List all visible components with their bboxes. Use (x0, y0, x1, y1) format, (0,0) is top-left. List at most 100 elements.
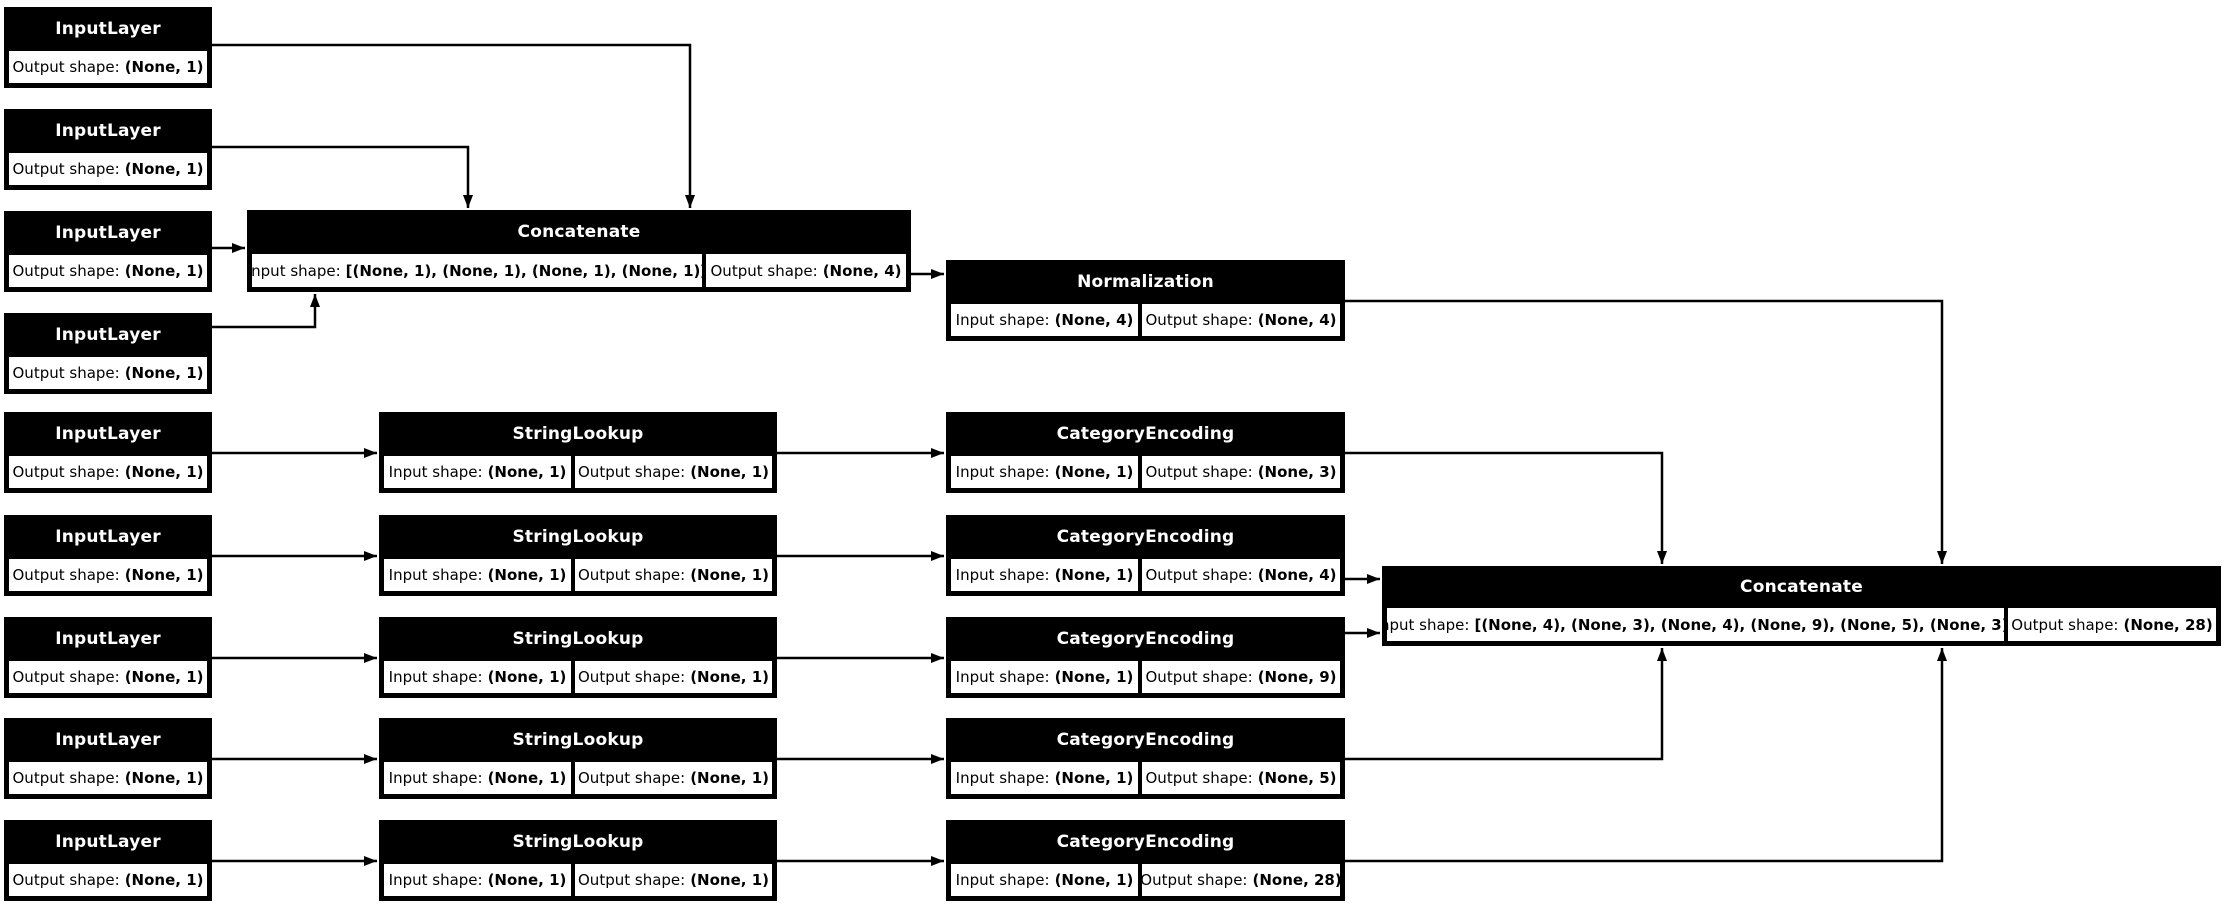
output-shape-label: Output shape: (1145, 566, 1253, 584)
output-shape-label: Output shape: (578, 463, 686, 481)
node-inputlayer-6: InputLayer Output shape:(None, 1) (4, 515, 212, 596)
node-title: StringLookup (512, 527, 644, 547)
output-shape-value: (None, 1) (690, 566, 769, 584)
output-shape-cell: Output shape:(None, 1) (9, 661, 207, 693)
output-shape-cell: Output shape:(None, 5) (1142, 762, 1340, 794)
output-shape-value: (None, 1) (124, 463, 204, 481)
node-inputlayer-2: InputLayer Output shape:(None, 1) (4, 109, 212, 190)
node-inputlayer-4: InputLayer Output shape:(None, 1) (4, 313, 212, 394)
output-shape-cell: Output shape:(None, 1) (9, 559, 207, 591)
node-title: CategoryEncoding (1056, 527, 1235, 547)
edge-encoding1-concat2 (1345, 451, 1667, 564)
output-shape-value: (None, 1) (124, 769, 204, 787)
edge-normalization-concat2 (1345, 299, 1947, 564)
node-normalization: Normalization Input shape:(None, 4) Outp… (946, 260, 1345, 341)
output-shape-label: Output shape: (12, 463, 120, 481)
output-shape-value: (None, 1) (124, 58, 204, 76)
node-title: InputLayer (55, 325, 161, 345)
node-stringlookup-3: StringLookup Input shape:(None, 1) Outpu… (379, 617, 777, 698)
node-title: InputLayer (55, 121, 161, 141)
edge-encoding5-concat2 (1345, 648, 1947, 863)
input-shape-value: (None, 4) (1054, 311, 1134, 329)
node-categoryencoding-5: CategoryEncoding Input shape:(None, 1) O… (946, 820, 1345, 901)
input-shape-cell: Input shape:(None, 1) (384, 559, 571, 591)
node-title: StringLookup (512, 629, 644, 649)
output-shape-cell: Output shape:(None, 4) (1142, 304, 1340, 336)
output-shape-cell: Output shape:(None, 28) (2008, 608, 2216, 641)
output-shape-value: (None, 1) (124, 160, 204, 178)
node-title: CategoryEncoding (1056, 629, 1235, 649)
input-shape-label: Input shape: (388, 871, 483, 889)
input-shape-value: (None, 1) (1054, 769, 1134, 787)
input-shape-cell: Input shape:[(None, 4), (None, 3), (None… (1387, 608, 2004, 641)
input-shape-value: (None, 1) (1054, 463, 1134, 481)
node-title: InputLayer (55, 223, 161, 243)
edge-input1-concat1 (212, 43, 695, 208)
output-shape-cell: Output shape:(None, 1) (9, 456, 207, 488)
output-shape-cell: Output shape:(None, 1) (9, 51, 207, 83)
output-shape-cell: Output shape:(None, 1) (575, 864, 772, 896)
output-shape-value: (None, 1) (690, 769, 769, 787)
output-shape-value: (None, 1) (124, 364, 204, 382)
input-shape-label: Input shape: (252, 261, 341, 280)
output-shape-cell: Output shape:(None, 1) (575, 762, 772, 794)
node-title: StringLookup (512, 424, 644, 444)
input-shape-value: (None, 1) (487, 463, 567, 481)
output-shape-label: Output shape: (12, 668, 120, 686)
node-concatenate-2: Concatenate Input shape:[(None, 4), (Non… (1382, 566, 2221, 646)
edge-encoding4-concat2 (1345, 648, 1667, 761)
node-categoryencoding-3: CategoryEncoding Input shape:(None, 1) O… (946, 617, 1345, 698)
input-shape-cell: Input shape:(None, 1) (951, 456, 1138, 488)
node-inputlayer-1: InputLayer Output shape:(None, 1) (4, 7, 212, 88)
output-shape-value: (None, 1) (124, 262, 204, 280)
node-title: CategoryEncoding (1056, 424, 1235, 444)
node-inputlayer-3: InputLayer Output shape:(None, 1) (4, 211, 212, 292)
node-inputlayer-8: InputLayer Output shape:(None, 1) (4, 718, 212, 799)
output-shape-cell: Output shape:(None, 1) (9, 255, 207, 287)
output-shape-value: (None, 1) (690, 871, 769, 889)
output-shape-value: (None, 4) (1257, 311, 1337, 329)
node-inputlayer-5: InputLayer Output shape:(None, 1) (4, 412, 212, 493)
input-shape-value: (None, 1) (487, 871, 567, 889)
input-shape-cell: Input shape:(None, 1) (951, 559, 1138, 591)
input-shape-cell: Input shape:(None, 1) (384, 762, 571, 794)
node-title: Concatenate (1740, 577, 1863, 597)
input-shape-label: Input shape: (955, 311, 1050, 329)
output-shape-label: Output shape: (12, 871, 120, 889)
node-title: InputLayer (55, 424, 161, 444)
output-shape-label: Output shape: (710, 261, 818, 280)
node-inputlayer-7: InputLayer Output shape:(None, 1) (4, 617, 212, 698)
node-title: StringLookup (512, 730, 644, 750)
output-shape-label: Output shape: (12, 262, 120, 280)
output-shape-label: Output shape: (12, 769, 120, 787)
input-shape-label: Input shape: (1387, 615, 1470, 634)
output-shape-value: (None, 28) (2123, 615, 2213, 634)
input-shape-cell: Input shape:(None, 4) (951, 304, 1138, 336)
input-shape-value: (None, 1) (1054, 566, 1134, 584)
node-title: InputLayer (55, 19, 161, 39)
node-title: CategoryEncoding (1056, 730, 1235, 750)
output-shape-label: Output shape: (578, 668, 686, 686)
output-shape-label: Output shape: (1145, 463, 1253, 481)
input-shape-label: Input shape: (388, 566, 483, 584)
input-shape-label: Input shape: (955, 769, 1050, 787)
input-shape-label: Input shape: (955, 463, 1050, 481)
input-shape-label: Input shape: (955, 668, 1050, 686)
input-shape-label: Input shape: (955, 871, 1050, 889)
output-shape-cell: Output shape:(None, 1) (575, 456, 772, 488)
output-shape-value: (None, 4) (822, 261, 902, 280)
node-title: InputLayer (55, 730, 161, 750)
input-shape-label: Input shape: (388, 668, 483, 686)
node-categoryencoding-2: CategoryEncoding Input shape:(None, 1) O… (946, 515, 1345, 596)
output-shape-cell: Output shape:(None, 1) (9, 762, 207, 794)
input-shape-label: Input shape: (388, 769, 483, 787)
node-stringlookup-1: StringLookup Input shape:(None, 1) Outpu… (379, 412, 777, 493)
node-inputlayer-9: InputLayer Output shape:(None, 1) (4, 820, 212, 901)
output-shape-value: (None, 3) (1257, 463, 1337, 481)
input-shape-cell: Input shape:(None, 1) (384, 456, 571, 488)
edge-input4-concat1 (212, 294, 320, 329)
input-shape-value: (None, 1) (1054, 668, 1134, 686)
node-title: InputLayer (55, 527, 161, 547)
output-shape-label: Output shape: (1145, 769, 1253, 787)
